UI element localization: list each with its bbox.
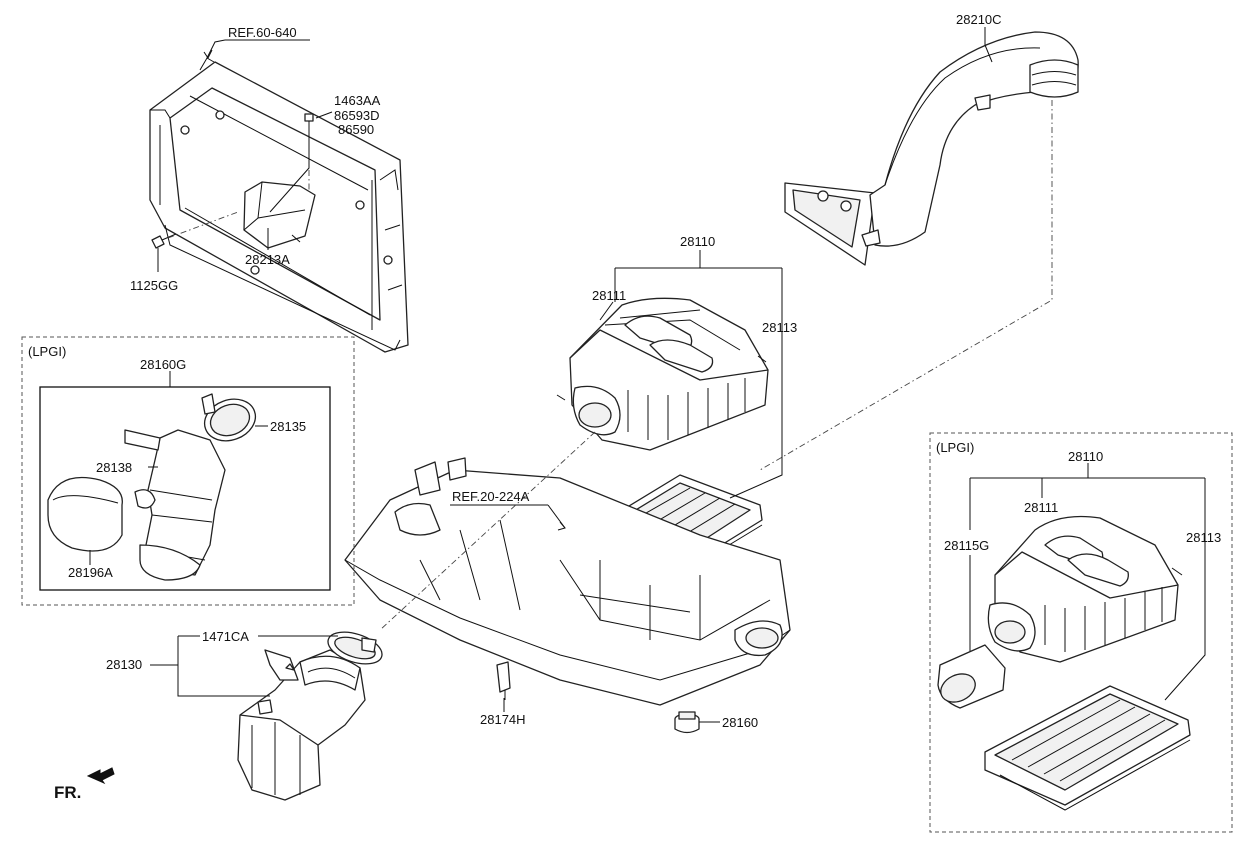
label-28213A: 28213A — [245, 252, 290, 267]
label-28113-right: 28113 — [1186, 530, 1221, 545]
label-ref-20-224A: REF.20-224A — [452, 489, 530, 504]
hose-28138-lpgi — [124, 429, 226, 581]
label-1471CA: 1471CA — [202, 629, 249, 644]
air-filter-element-lpgi — [984, 685, 1191, 811]
air-cleaner-cover-lpgi — [987, 515, 1183, 663]
label-28160G: 28160G — [140, 357, 186, 372]
label-28138: 28138 — [96, 460, 132, 475]
lpgi-inner-box — [39, 386, 331, 591]
bolt-1125GG — [151, 233, 177, 249]
label-28210C: 28210C — [956, 12, 1002, 27]
label-ref-60-640: REF.60-640 — [228, 25, 297, 40]
intake-duct-28210C — [784, 31, 1079, 266]
label-28111-main: 28111 — [592, 288, 626, 303]
label-86593D: 86593D — [334, 108, 380, 123]
label-28174H: 28174H — [480, 712, 526, 727]
label-28115G: 28115G — [944, 538, 989, 553]
label-1463AA: 1463AA — [334, 93, 381, 108]
clip-28174H — [496, 661, 511, 700]
label-1125GG: 1125GG — [130, 278, 178, 293]
air-cleaner-cover-main — [556, 297, 769, 451]
bolt-1463AA — [304, 113, 314, 130]
label-86590: 86590 — [338, 122, 374, 137]
intake-hose-28130 — [237, 649, 366, 801]
air-cleaner-lower-body — [344, 457, 791, 706]
air-guide-bracket — [243, 181, 316, 249]
label-28111-right: 28111 — [1024, 500, 1058, 515]
label-28113-main: 28113 — [762, 320, 797, 335]
label-28130: 28130 — [106, 657, 142, 672]
hose-28115G — [937, 644, 1006, 709]
lpgi-box-right — [929, 432, 1233, 833]
label-lpgi-right: (LPGI) — [936, 440, 974, 455]
label-28110-main: 28110 — [680, 234, 715, 249]
resonator-28196A — [47, 476, 123, 552]
clamp-1471CA — [327, 631, 383, 665]
label-28135: 28135 — [270, 419, 306, 434]
label-fr: FR. — [54, 783, 81, 802]
clamp-28135 — [201, 393, 257, 442]
lpgi-box-left — [21, 336, 355, 606]
grommet-28160 — [674, 711, 700, 734]
label-lpgi-left: (LPGI) — [28, 344, 66, 359]
front-arrow-icon — [86, 767, 115, 785]
label-28110-right: 28110 — [1068, 449, 1103, 464]
label-28196A: 28196A — [68, 565, 113, 580]
label-28160: 28160 — [722, 715, 758, 730]
